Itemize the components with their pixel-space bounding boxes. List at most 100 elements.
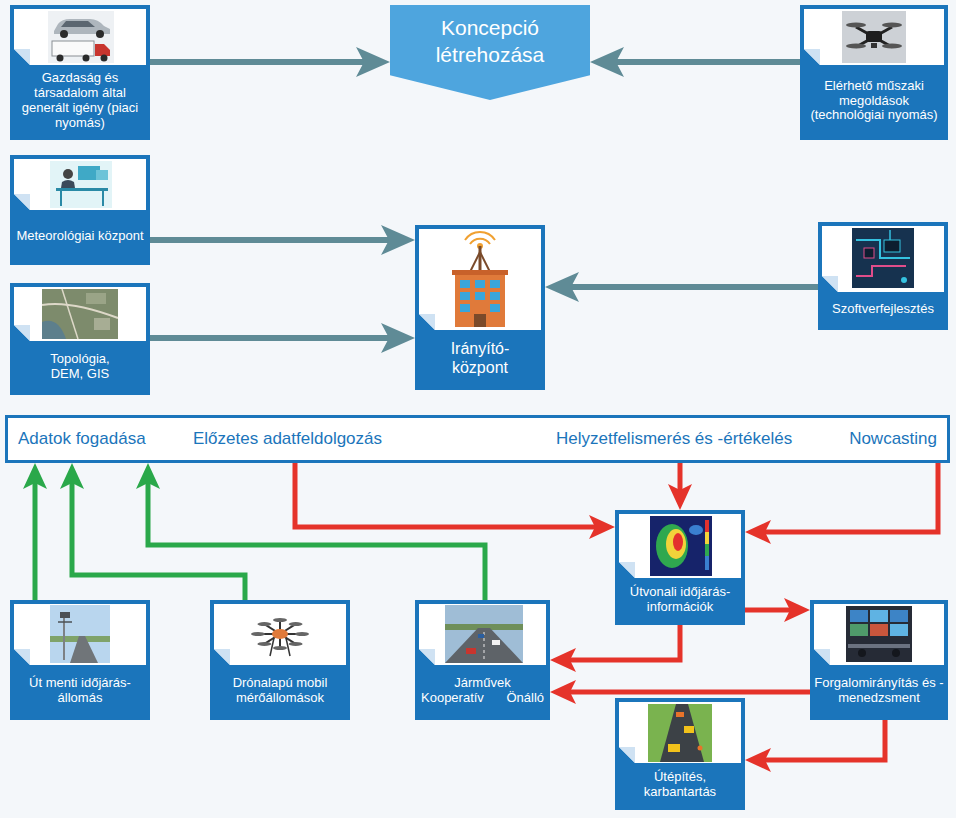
flow-arrow <box>150 237 403 243</box>
vehicles-picture <box>95 44 110 56</box>
concept-title: Koncepció létrehozása <box>400 15 580 68</box>
radar-picture <box>650 516 712 576</box>
flow-arrow <box>295 463 606 527</box>
text-row: Szoftverfejlesztés <box>832 302 934 317</box>
octocopter-picture <box>257 622 271 626</box>
octocopter-picture <box>257 642 271 646</box>
stage-label: Helyzetfelismerés és -értékelés <box>556 429 792 449</box>
picture-panel <box>14 159 146 210</box>
text-row: Út menti időjárás-állomás <box>26 676 134 706</box>
octocopter-picture <box>289 642 303 646</box>
flow-arrow <box>745 608 801 613</box>
map-picture <box>42 289 118 339</box>
flow-arrow <box>150 335 403 341</box>
drone-picture <box>846 44 866 49</box>
box-label: Útépítés, karbantartás <box>619 770 741 800</box>
box-label: Meteorológiai központ <box>16 229 143 244</box>
roadworks-picture <box>648 704 712 762</box>
tower-picture <box>474 314 486 327</box>
output-box: Forgalomirányítás és -menedzsment <box>810 600 948 720</box>
vehicles-picture <box>48 11 114 63</box>
folded-corner <box>419 314 435 330</box>
vehicle-box: JárművekKooperatívÖnálló <box>415 600 550 720</box>
box-card <box>800 5 948 140</box>
control-room-picture <box>846 606 912 662</box>
meteorologist-picture <box>50 161 112 208</box>
control-room-picture <box>892 649 900 657</box>
tower-picture <box>465 232 495 240</box>
picture-panel <box>619 702 741 763</box>
highway-picture <box>445 605 523 663</box>
box-label: Kooperatív <box>421 691 484 706</box>
box-card <box>810 600 948 720</box>
folded-corner <box>804 49 820 65</box>
tower-picture <box>475 292 485 300</box>
picture-panel <box>619 514 741 578</box>
box-frame <box>415 225 545 390</box>
tower-picture <box>490 304 500 312</box>
tower-picture <box>452 232 508 327</box>
tower-picture <box>480 252 490 272</box>
control-room-picture <box>890 610 908 622</box>
text-row: Útvonali időjárás-információk <box>619 585 741 615</box>
drone-picture <box>842 11 906 63</box>
picture-panel <box>14 604 146 665</box>
box-card <box>10 5 150 140</box>
vehicles-picture <box>101 55 108 62</box>
folded-corner <box>14 325 30 341</box>
box-label: Járművek <box>454 676 510 691</box>
box-frame <box>10 5 150 140</box>
weather-station-picture <box>60 612 70 618</box>
highway-picture <box>445 628 523 663</box>
tower-picture <box>460 280 470 288</box>
box-label: Elérhető műszaki megoldások (technológia… <box>807 79 941 124</box>
box-card <box>415 600 550 720</box>
drone-picture <box>882 23 902 28</box>
picture-panel <box>14 9 146 65</box>
meteorologist-picture <box>56 188 108 191</box>
weather-station-picture <box>63 612 65 660</box>
technology-box: Elérhető műszaki megoldások (technológia… <box>800 5 948 140</box>
box-label: Szoftverfejlesztés <box>832 302 934 317</box>
meteorologist-picture <box>50 161 112 208</box>
source-box: Szoftverfejlesztés <box>818 222 948 330</box>
folded-corner <box>619 747 635 763</box>
radar-picture <box>673 533 683 551</box>
text-row: Forgalomirányítás és -menedzsment <box>814 676 944 706</box>
roadworks-picture <box>684 726 694 733</box>
box-frame <box>10 600 150 720</box>
vehicles-picture <box>48 11 114 63</box>
text-row: Topológia, DEM, GIS <box>35 352 125 382</box>
folded-corner <box>214 649 230 665</box>
control-center-box: Irányító-központ <box>415 225 545 390</box>
octocopter-picture <box>286 638 290 656</box>
output-box: Útvonali időjárás-információk <box>615 510 745 625</box>
text-area: Drónalapú mobil mérőállomások <box>210 665 350 720</box>
octocopter-picture <box>251 618 309 656</box>
weather-station-picture <box>50 605 110 663</box>
meteorologist-picture <box>96 170 108 180</box>
text-row: Meteorológiai központ <box>16 229 143 244</box>
flow-arrow <box>557 284 818 290</box>
flow-arrow <box>602 59 800 65</box>
radar-picture <box>666 529 686 559</box>
vehicles-picture <box>83 55 90 62</box>
meteorologist-picture <box>102 191 104 206</box>
drone-picture <box>882 44 902 49</box>
highway-picture <box>478 634 484 638</box>
map-picture <box>42 321 66 339</box>
box-label: Út menti időjárás-állomás <box>26 676 134 706</box>
radar-picture <box>705 532 709 544</box>
flow-arrow <box>754 463 938 532</box>
box-card <box>615 698 745 810</box>
octocopter-picture <box>273 618 287 622</box>
folded-corner <box>14 194 30 210</box>
box-card <box>10 283 150 395</box>
control-room-picture <box>890 624 908 636</box>
box-frame <box>415 600 550 720</box>
flow-arrow <box>72 472 245 600</box>
box-label: Drónalapú mobil mérőállomások <box>216 676 344 706</box>
box-frame <box>10 283 150 395</box>
box-label: Gazdaság és társadalom által generált ig… <box>19 71 141 131</box>
sensor-box: Drónalapú mobil mérőállomások <box>210 600 350 720</box>
